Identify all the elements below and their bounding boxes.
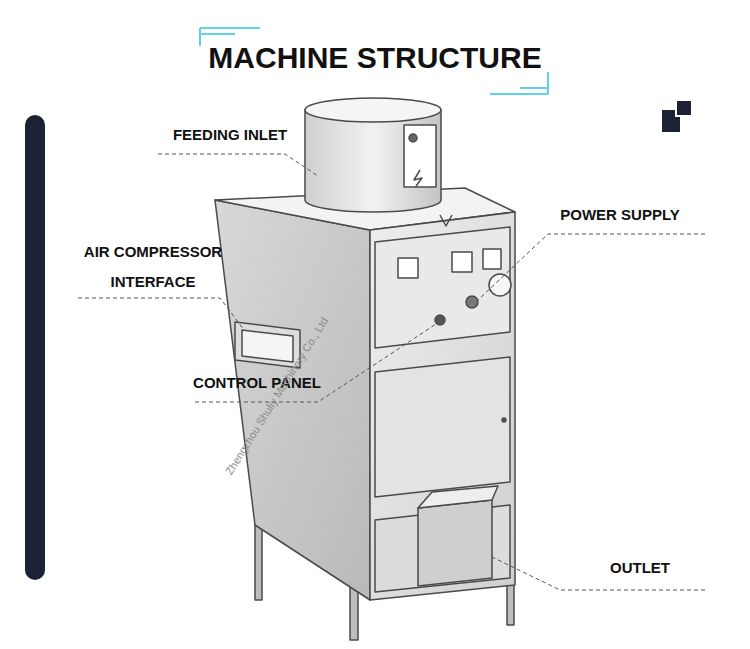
diagram-title: MACHINE STRUCTURE [0, 38, 750, 78]
leader-line [478, 234, 705, 300]
warning-plate [404, 125, 436, 187]
plate-symbol [414, 170, 422, 186]
leader-line [78, 298, 244, 330]
side-bar [25, 115, 45, 580]
meter [483, 249, 501, 269]
knob [435, 315, 445, 325]
side-panel [215, 200, 370, 600]
part-label: CONTROL PANEL [192, 368, 322, 398]
middle-door [375, 357, 510, 497]
meter [452, 252, 472, 272]
leader-line [158, 154, 318, 176]
outlet-chute [418, 486, 498, 508]
leader-line [490, 556, 705, 590]
icon-block [676, 100, 692, 116]
latch [440, 215, 452, 226]
front-panel [370, 212, 515, 600]
logo-icon [662, 100, 692, 132]
leader-line [78, 154, 705, 590]
knob [466, 296, 478, 308]
machine-body [215, 98, 515, 640]
leg [350, 585, 358, 640]
bracket-line [490, 72, 548, 94]
part-label: OUTLET [590, 553, 690, 583]
feed-cylinder-top [305, 98, 441, 122]
leg [255, 520, 262, 600]
outlet-chute [418, 500, 492, 586]
door-handle [502, 418, 506, 422]
air-interface-box [242, 330, 293, 362]
part-label: AIR COMPRESSOR INTERFACE [68, 237, 238, 297]
pressure-gauge [489, 274, 511, 296]
plate-symbol [409, 134, 417, 142]
feed-cylinder [305, 110, 441, 212]
part-label: FEEDING INLET [160, 120, 300, 150]
meter [398, 258, 418, 278]
part-label: POWER SUPPLY [545, 200, 695, 230]
control-panel-door [375, 227, 510, 348]
